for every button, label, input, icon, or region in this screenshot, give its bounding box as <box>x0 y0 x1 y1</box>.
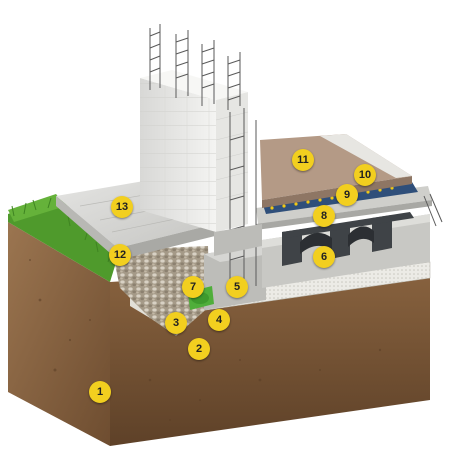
callout-2: 2 <box>188 338 210 360</box>
rebar-cages <box>149 24 443 286</box>
callout-3: 3 <box>165 312 187 334</box>
callout-7: 7 <box>182 276 204 298</box>
callout-9: 9 <box>336 184 358 206</box>
floor-structure <box>256 134 432 288</box>
callout-5: 5 <box>226 276 248 298</box>
grass-strip <box>8 194 118 282</box>
wall-base <box>214 224 262 256</box>
callout-11: 11 <box>292 149 314 171</box>
block-wall <box>140 70 249 232</box>
gravel-backfill-layer <box>112 246 210 336</box>
callout-4: 4 <box>208 309 230 331</box>
callout-8: 8 <box>313 205 335 227</box>
callout-12: 12 <box>109 244 131 266</box>
callout-13: 13 <box>111 196 133 218</box>
callout-10: 10 <box>354 164 376 186</box>
terrace-slab <box>56 180 215 260</box>
callout-6: 6 <box>313 246 335 268</box>
callout-1: 1 <box>89 381 111 403</box>
